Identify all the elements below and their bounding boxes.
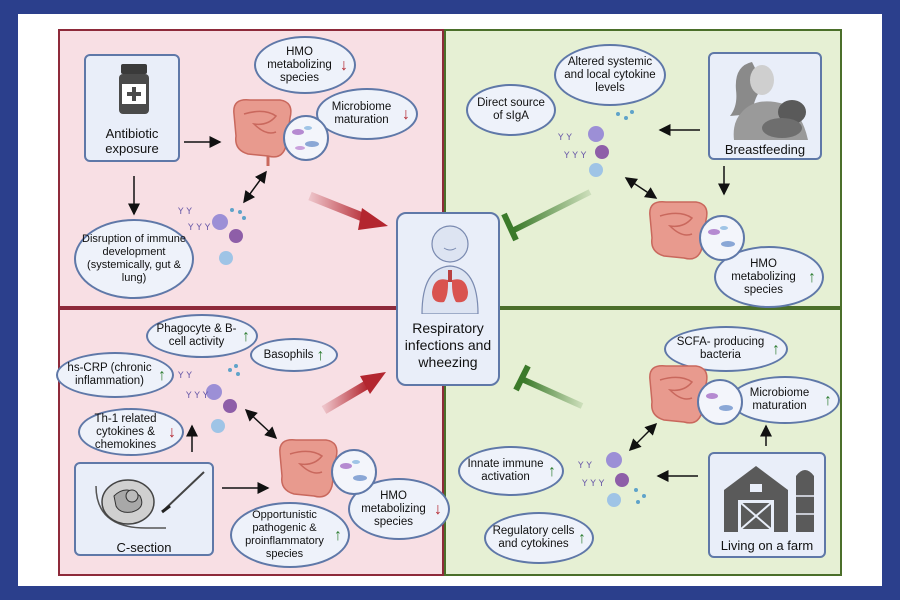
arrow	[243, 170, 267, 204]
csection-phagocyte-text: Phagocyte & B- cell activity	[156, 323, 237, 348]
baby-lungs-icon	[421, 225, 479, 314]
promote-arrow-icon	[321, 372, 386, 414]
antibiotic-hmo-bubble: HMO metabolizing species ↓	[254, 36, 356, 94]
svg-text:Y Y: Y Y	[557, 133, 572, 143]
antibiotic-microbiome-text: Microbiome maturation	[331, 101, 392, 126]
immune-cells-icon: Y Y Y Y Y	[177, 207, 246, 265]
arrow	[624, 177, 658, 199]
up-arrow-icon: ↑	[578, 529, 586, 547]
gut-icon	[649, 201, 708, 260]
antibiotic-hmo-text: HMO metabolizing species	[267, 45, 332, 84]
inhibit-arrow-icon	[501, 189, 592, 242]
microbiome-icon	[331, 449, 377, 495]
down-arrow-icon: ↓	[434, 500, 442, 518]
arrow	[244, 408, 278, 440]
antibiotic-microbiome-bubble: Microbiome maturation ↓	[316, 88, 418, 140]
svg-text:Y Y: Y Y	[177, 371, 192, 381]
farm-label: Living on a farm	[720, 538, 814, 553]
csection-source-box: C-section	[74, 462, 214, 556]
farm-regulatory-text: Regulatory cells and cytokines	[492, 525, 575, 550]
svg-text:Y Y Y: Y Y Y	[185, 391, 209, 401]
promote-arrow-icon	[308, 191, 388, 230]
farm-microbiome-bubble: Microbiome maturation ↑	[730, 376, 840, 424]
farm-innate-text: Innate immune activation	[467, 458, 544, 483]
csection-label: C-section	[116, 540, 172, 555]
antibiotic-label: Antibiotic exposure	[105, 126, 159, 156]
immune-cells-icon: Y Y Y Y Y	[177, 364, 240, 433]
breastfeeding-siga-text: Direct source of sIgA	[477, 97, 545, 122]
breastfeeding-hmo-text: HMO metabolizing species	[731, 257, 796, 296]
c-section-icon	[95, 471, 205, 529]
up-arrow-icon: ↑	[334, 526, 342, 544]
barn-icon	[724, 466, 814, 532]
csection-th1-text: Th-1 related cytokines & chemokines	[94, 412, 157, 451]
csection-phagocyte-bubble: Phagocyte & B- cell activity ↑	[146, 314, 258, 358]
up-arrow-icon: ↑	[242, 327, 250, 345]
breastfeeding-cytokine-text: Altered systemic and local cytokine leve…	[564, 55, 656, 94]
immune-cells-icon: Y Y Y Y Y	[577, 452, 646, 507]
breastfeeding-cytokine-bubble: Altered systemic and local cytokine leve…	[554, 44, 666, 106]
arrow	[628, 422, 658, 452]
antibiotic-immune-text: Disruption of immune development (system…	[82, 233, 186, 284]
csection-basophils-bubble: Basophils ↑	[250, 338, 338, 372]
up-arrow-icon: ↑	[824, 391, 832, 409]
csection-opportunistic-text: Opportunistic pathogenic & proinflammato…	[245, 509, 324, 560]
outcome-box: Respiratory infections and wheezing	[396, 212, 500, 386]
antibiotic-source-box: Antibiotic exposure	[84, 54, 180, 162]
down-arrow-icon: ↓	[168, 423, 176, 441]
outcome-label: Respiratory infections and wheezing	[404, 320, 492, 370]
breastfeeding-hmo-bubble: HMO metabolizing species ↑	[714, 246, 824, 308]
svg-text:Y Y Y: Y Y Y	[187, 223, 211, 233]
breastfeeding-siga-bubble: Direct source of sIgA	[466, 84, 556, 136]
csection-opportunistic-bubble: Opportunistic pathogenic & proinflammato…	[230, 502, 350, 568]
breastfeeding-icon	[730, 62, 808, 140]
medicine-bottle-icon	[119, 64, 149, 114]
farm-innate-bubble: Innate immune activation ↑	[458, 446, 564, 496]
microbiome-icon	[697, 379, 743, 425]
microbiome-icon	[699, 215, 745, 261]
csection-hscrp-bubble: hs-CRP (chronic inflammation) ↑	[56, 352, 174, 398]
up-arrow-icon: ↑	[548, 462, 556, 480]
farm-scfa-text: SCFA- producing bacteria	[676, 336, 765, 361]
farm-regulatory-bubble: Regulatory cells and cytokines ↑	[484, 512, 594, 564]
down-arrow-icon: ↓	[340, 56, 348, 74]
svg-text:Y Y: Y Y	[577, 461, 592, 471]
csection-th1-bubble: Th-1 related cytokines & chemokines ↓	[78, 408, 184, 456]
microbiome-icon	[283, 115, 329, 161]
svg-text:Y Y Y: Y Y Y	[563, 151, 587, 161]
up-arrow-icon: ↑	[808, 268, 816, 286]
farm-source-box: Living on a farm	[708, 452, 826, 558]
csection-hmo-bubble: HMO metabolizing species ↓	[348, 478, 450, 540]
connections-overlay: Y Y Y Y Y Y Y Y Y Y Y Y Y Y Y Y Y Y Y Y	[128, 99, 772, 507]
csection-hscrp-text: hs-CRP (chronic inflammation)	[67, 362, 152, 387]
svg-text:Y Y: Y Y	[177, 207, 192, 217]
down-arrow-icon: ↓	[402, 105, 410, 123]
svg-text:Y Y Y: Y Y Y	[581, 479, 605, 489]
diagram-canvas: Antibiotic exposure HMO metabolizing spe…	[18, 14, 882, 586]
farm-microbiome-text: Microbiome maturation	[749, 387, 810, 412]
up-arrow-icon: ↑	[158, 366, 166, 384]
up-arrow-icon: ↑	[316, 346, 325, 364]
antibiotic-immune-bubble: Disruption of immune development (system…	[74, 219, 194, 299]
csection-hmo-text: HMO metabolizing species	[361, 489, 426, 528]
up-arrow-icon: ↑	[772, 340, 780, 358]
gut-icon	[233, 99, 292, 166]
farm-scfa-bubble: SCFA- producing bacteria ↑	[664, 326, 788, 372]
breastfeeding-label: Breastfeeding	[724, 142, 806, 157]
inhibit-arrow-icon	[513, 364, 584, 409]
csection-basophils-text: Basophils	[263, 348, 314, 361]
gut-icon	[279, 439, 338, 498]
breastfeeding-source-box: Breastfeeding	[708, 52, 822, 160]
immune-cells-icon: Y Y Y Y Y	[557, 110, 634, 177]
